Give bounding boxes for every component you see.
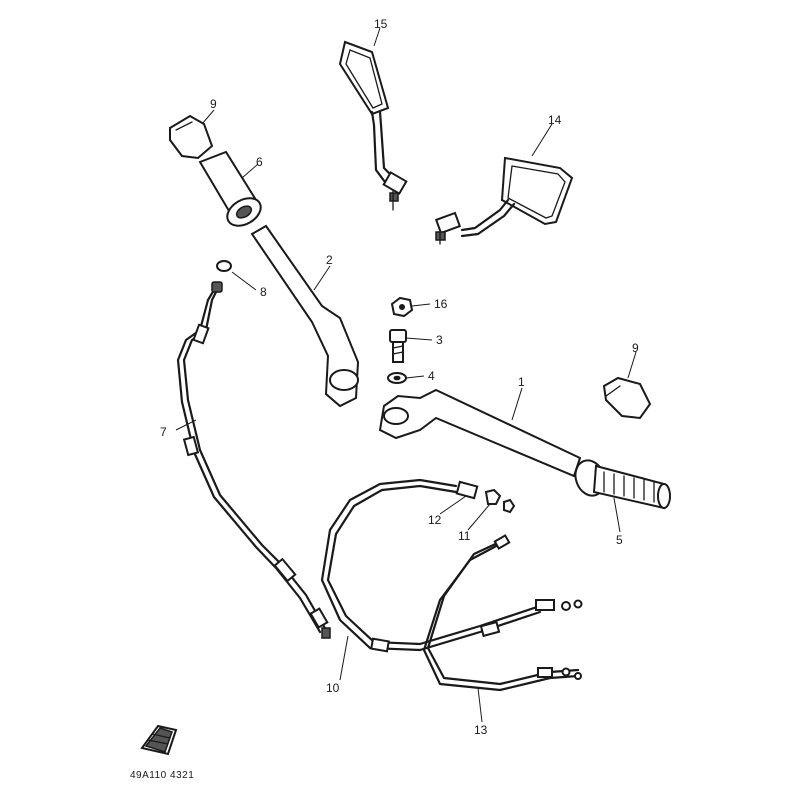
callout-10: 10 — [326, 681, 340, 695]
mirror-left — [338, 40, 408, 211]
callout-15: 15 — [374, 17, 388, 31]
washer — [387, 372, 407, 384]
cable-adjuster — [455, 480, 516, 514]
throttle-cable — [320, 478, 542, 653]
grip-end-weight-right — [602, 376, 652, 420]
callout-11: 11 — [458, 529, 471, 543]
cable-lower — [422, 534, 583, 692]
diagram-code: 49A110 4321 — [130, 770, 194, 781]
bolt — [389, 329, 407, 363]
handlebar-right — [378, 388, 582, 478]
callout-9-right: 9 — [632, 341, 639, 355]
nut — [390, 296, 414, 318]
handlebar-left — [250, 224, 360, 408]
grip-end-weight-left — [169, 114, 214, 160]
callout-4: 4 — [428, 369, 435, 383]
callout-7: 7 — [160, 425, 167, 439]
callout-3: 3 — [436, 333, 443, 347]
callout-5: 5 — [616, 533, 623, 547]
callout-8: 8 — [260, 285, 267, 299]
callout-1: 1 — [518, 375, 525, 389]
cable-cap — [216, 260, 232, 272]
callout-6: 6 — [256, 155, 263, 169]
throttle-grip — [198, 150, 262, 227]
callout-labels: 9 6 15 14 2 8 16 3 4 9 1 7 12 11 5 10 13 — [160, 17, 639, 737]
callout-14: 14 — [548, 113, 562, 127]
mirror-right — [434, 156, 574, 245]
callout-13: 13 — [474, 723, 488, 737]
clutch-cable — [176, 281, 331, 639]
grip-right — [574, 459, 671, 510]
callout-9-upper: 9 — [210, 97, 217, 111]
leader-lines — [175, 27, 637, 723]
callout-2: 2 — [326, 253, 333, 267]
reference-stamp-icon — [140, 724, 178, 756]
callout-16: 16 — [434, 297, 448, 311]
callout-12: 12 — [428, 513, 442, 527]
